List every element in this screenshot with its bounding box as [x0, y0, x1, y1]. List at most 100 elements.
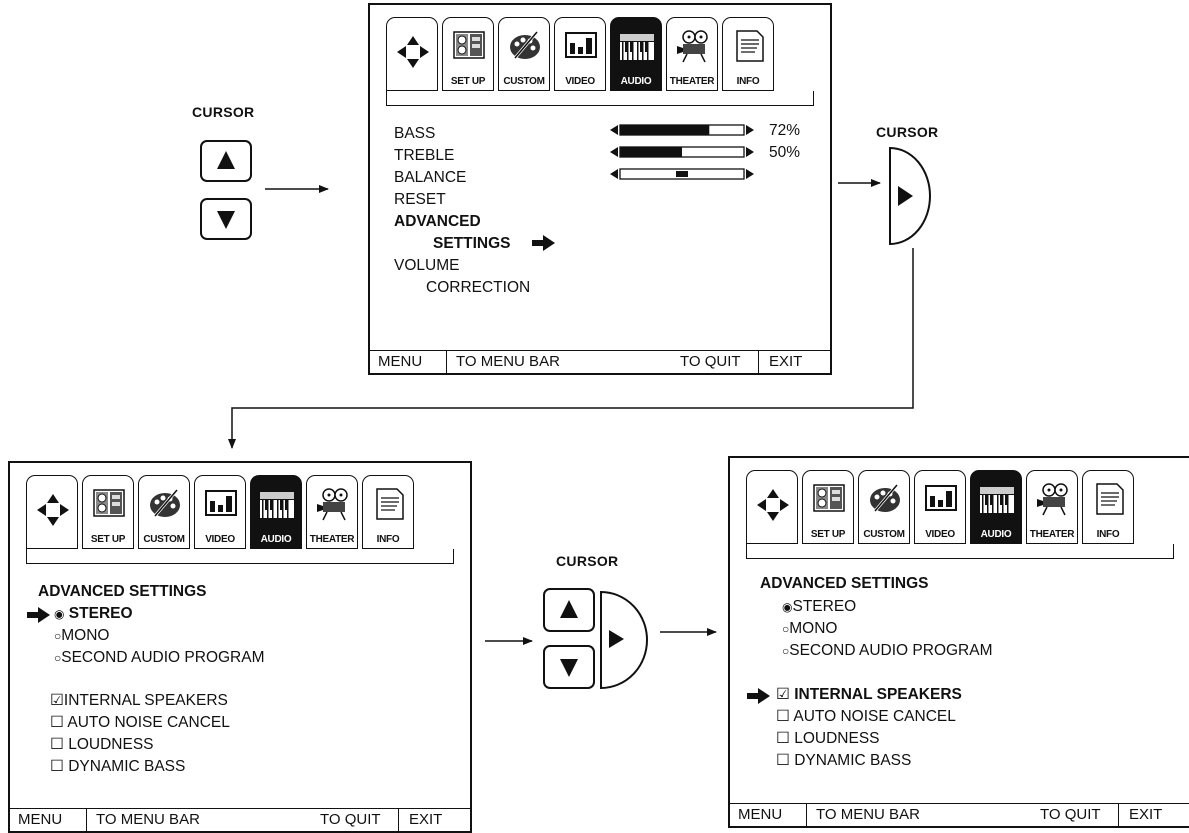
checkbox-icon: ☐: [776, 730, 790, 747]
tab-audio[interactable]: AUDIO: [970, 470, 1022, 544]
cursor-right-button-2[interactable]: [597, 590, 661, 690]
footer-bar: MENU TO MENU BAR TO QUIT EXIT: [370, 350, 830, 373]
advanced-title: ADVANCED SETTINGS: [760, 575, 929, 592]
tab-custom[interactable]: CUSTOM: [858, 470, 910, 544]
correction-label[interactable]: CORRECTION: [426, 279, 531, 296]
balance-label[interactable]: BALANCE: [394, 169, 467, 186]
mono-option[interactable]: ○MONO: [54, 627, 110, 644]
palette-icon: [147, 486, 181, 522]
checkbox-icon: ☐: [776, 708, 790, 725]
tab-video[interactable]: VIDEO: [554, 17, 606, 91]
tab-set-up[interactable]: SET UP: [802, 470, 854, 544]
speaker-panel-icon: [451, 28, 485, 64]
radio-off-icon: ○: [54, 629, 62, 643]
bass-level-fill: [620, 125, 710, 135]
tab-theater[interactable]: THEATER: [1026, 470, 1078, 544]
treble-level-fill: [620, 147, 682, 157]
cursor-up-button[interactable]: [200, 140, 252, 182]
footer-menu[interactable]: MENU: [738, 806, 783, 823]
tab-label: AUDIO: [611, 76, 661, 87]
menu-tab-bar: SET UP CUSTOM VIDEO AUDIO THEATER INFO: [386, 17, 814, 106]
sap-option[interactable]: ○SECOND AUDIO PROGRAM: [54, 649, 265, 666]
tab-info[interactable]: INFO: [362, 475, 414, 549]
cursor-label-3: CURSOR: [556, 553, 619, 569]
checkbox-icon: ☐: [50, 736, 64, 753]
film-projector-icon: [315, 486, 349, 522]
treble-label[interactable]: TREBLE: [394, 147, 455, 164]
tv-screen-icon: [923, 481, 957, 517]
four-way-arrow-icon: [35, 492, 69, 528]
bass-readout: 72%: [769, 122, 801, 139]
cursor-right-button[interactable]: [880, 146, 942, 246]
stereo-option[interactable]: ◉ STEREO: [54, 605, 133, 622]
tab-label: VIDEO: [205, 534, 235, 545]
settings-label[interactable]: SETTINGS: [433, 235, 511, 252]
palette-icon: [507, 28, 541, 64]
balance-slider[interactable]: [610, 168, 754, 180]
radio-off-icon: ○: [54, 651, 62, 665]
radio-off-icon: ○: [782, 644, 790, 658]
stereo-option[interactable]: ◉STEREO: [782, 598, 857, 615]
bass-slider[interactable]: [610, 124, 754, 136]
tab-info[interactable]: INFO: [1082, 470, 1134, 544]
slider-group: [610, 124, 754, 180]
tab-audio[interactable]: AUDIO: [250, 475, 302, 549]
tab-label: CUSTOM: [503, 76, 545, 87]
mono-option[interactable]: ○MONO: [782, 620, 838, 637]
tab-video[interactable]: VIDEO: [194, 475, 246, 549]
cursor-down-button[interactable]: [200, 198, 252, 240]
tab-custom[interactable]: CUSTOM: [498, 17, 550, 91]
loudness-option[interactable]: ☐ LOUDNESS: [776, 730, 880, 747]
tab-label: INFO: [736, 76, 760, 87]
dynamic-bass-option[interactable]: ☐ DYNAMIC BASS: [50, 758, 186, 775]
right-arrow-icon: [609, 630, 624, 648]
footer-to-menu-bar: TO MENU BAR: [96, 811, 200, 828]
film-projector-icon: [1035, 481, 1069, 517]
treble-slider[interactable]: [610, 146, 754, 158]
footer-to-quit: TO QUIT: [320, 811, 381, 828]
tab-label: VIDEO: [925, 529, 955, 540]
advanced-label[interactable]: ADVANCED: [394, 213, 481, 230]
auto-noise-option[interactable]: ☐ AUTO NOISE CANCEL: [776, 708, 956, 725]
reset-label[interactable]: RESET: [394, 191, 446, 208]
footer-exit[interactable]: EXIT: [769, 353, 803, 370]
footer-menu[interactable]: MENU: [378, 353, 423, 370]
cursor-up-button-2[interactable]: [543, 588, 595, 632]
selection-arrow-icon: [747, 688, 770, 704]
tab-theater[interactable]: THEATER: [666, 17, 718, 91]
tab-set-up[interactable]: SET UP: [82, 475, 134, 549]
tab-navigation[interactable]: [746, 470, 798, 544]
footer-exit[interactable]: EXIT: [1129, 806, 1163, 823]
footer-menu[interactable]: MENU: [18, 811, 63, 828]
auto-noise-option[interactable]: ☐ AUTO NOISE CANCEL: [50, 714, 230, 731]
bass-label[interactable]: BASS: [394, 125, 436, 142]
internal-speakers-option[interactable]: ☑INTERNAL SPEAKERS: [50, 692, 228, 709]
footer-exit[interactable]: EXIT: [409, 811, 443, 828]
tab-audio[interactable]: AUDIO: [610, 17, 662, 91]
selection-arrow-icon: [532, 235, 555, 251]
down-arrow-icon: [217, 211, 235, 229]
footer-to-menu-bar: TO MENU BAR: [456, 353, 560, 370]
sap-option[interactable]: ○SECOND AUDIO PROGRAM: [782, 642, 993, 659]
tab-navigation[interactable]: [386, 17, 438, 91]
four-way-arrow-icon: [395, 34, 429, 70]
right-arrow-icon: [898, 186, 913, 206]
dynamic-bass-option[interactable]: ☐ DYNAMIC BASS: [776, 752, 912, 769]
cursor-label-1: CURSOR: [192, 104, 255, 120]
arrow-down-to-advanced: [228, 248, 914, 449]
tab-video[interactable]: VIDEO: [914, 470, 966, 544]
loudness-option[interactable]: ☐ LOUDNESS: [50, 736, 154, 753]
tab-theater[interactable]: THEATER: [306, 475, 358, 549]
tv-screen-icon: [203, 486, 237, 522]
cursor-down-button-2[interactable]: [543, 645, 595, 689]
tab-navigation[interactable]: [26, 475, 78, 549]
tab-set-up[interactable]: SET UP: [442, 17, 494, 91]
piano-keyboard-icon: [619, 28, 654, 64]
volume-label[interactable]: VOLUME: [394, 257, 460, 274]
internal-speakers-option[interactable]: ☑ INTERNAL SPEAKERS: [776, 686, 962, 703]
tab-custom[interactable]: CUSTOM: [138, 475, 190, 549]
tab-info[interactable]: INFO: [722, 17, 774, 91]
document-icon: [731, 28, 765, 64]
radio-off-icon: ○: [782, 622, 790, 636]
